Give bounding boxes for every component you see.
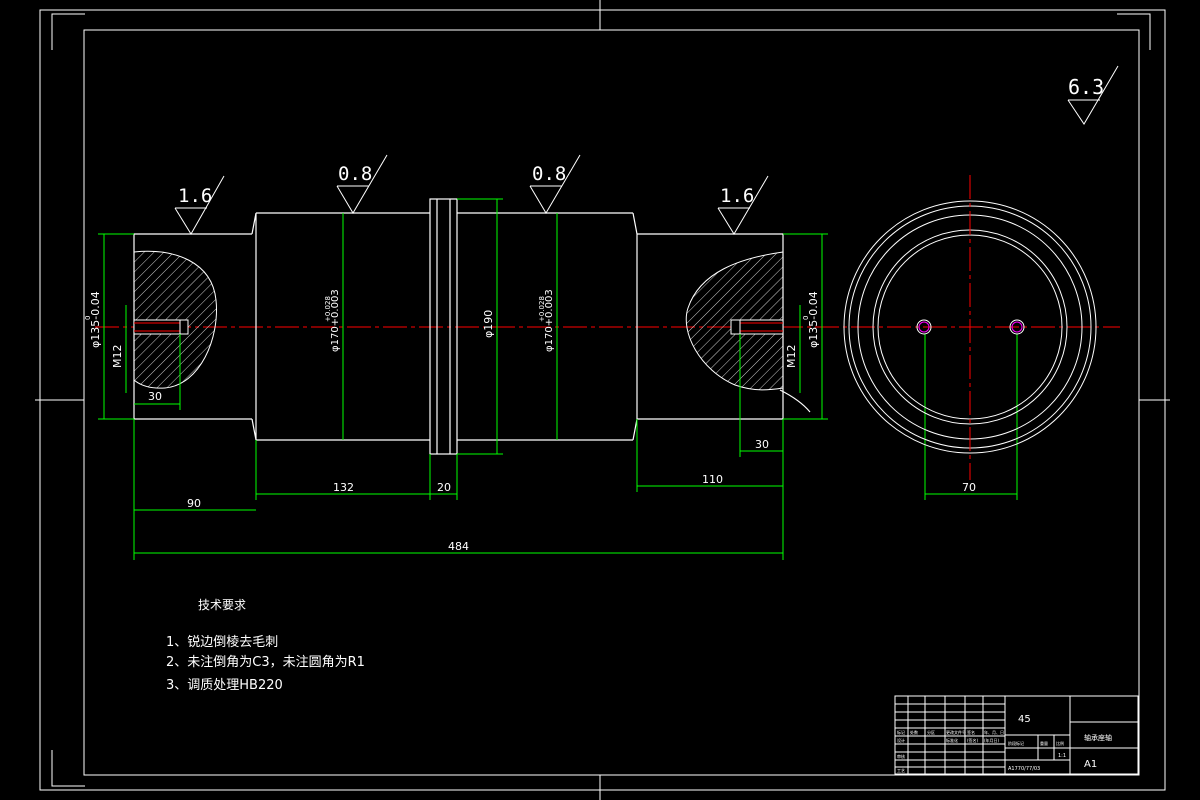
- roughness-general-text: 6.3: [1068, 75, 1104, 99]
- tech-requirement-1: 1、锐边倒棱去毛刺: [166, 634, 278, 650]
- title-block-row-label-3: 审核: [897, 753, 905, 759]
- dim-end-view-hole-spacing: 70: [962, 481, 976, 494]
- sheet-border: [35, 0, 1170, 800]
- dim-right-thread-depth: 30: [755, 438, 769, 451]
- roughness-right-end-text: 1.6: [720, 185, 754, 207]
- dim-right-journal-dia: φ170+0.003: [544, 289, 555, 352]
- dim-left-journal-dia-upper: +0.028: [324, 296, 332, 322]
- dim-len-total: 484: [448, 540, 469, 553]
- tech-requirements-title: 技术要求: [198, 598, 246, 612]
- title-block-part-name: 轴承座轴: [1084, 733, 1112, 742]
- dim-len-right-end: 110: [702, 473, 723, 486]
- title-block-texts: 45 轴承座轴 A1 1:1 A1770/77/03 标记 设计 审核 工艺 处…: [897, 714, 1112, 773]
- dim-len-collar: 20: [437, 481, 451, 494]
- dim-left-end-dia: φ135-0.04: [89, 291, 102, 348]
- dim-left-thread: M12: [111, 345, 124, 369]
- dimension-texts: φ135-0.04 0 M12 φ170+0.003 +0.028 φ190 φ…: [84, 289, 976, 553]
- title-block-row-label-4: 工艺: [897, 768, 905, 773]
- dim-left-thread-depth: 30: [148, 390, 162, 403]
- roughness-symbol-general: 6.3: [1067, 65, 1119, 125]
- left-thread-hole: [133, 319, 189, 335]
- roughness-symbol-right-journal: 0.8: [529, 154, 581, 214]
- dim-right-end-dia: φ135-0.04: [807, 291, 820, 348]
- title-block-header-3: 更改文件号: [946, 729, 966, 735]
- title-block-row-label-1: 标记: [897, 729, 905, 735]
- right-thread-hole: [730, 319, 784, 335]
- title-block-stage-2: 重量: [1040, 740, 1048, 746]
- dim-collar-dia: φ190: [482, 310, 495, 338]
- tech-requirement-3: 3、调质处理HB220: [166, 678, 283, 693]
- title-block-material: 45: [1018, 714, 1031, 725]
- end-view-hole-left: [916, 319, 932, 335]
- title-block-stage-3: 比例: [1056, 740, 1064, 746]
- title-block-std-1: 标准化: [946, 737, 958, 743]
- dim-right-thread: M12: [785, 345, 798, 369]
- dimension-lines: [98, 198, 1018, 560]
- title-block-stage-1: 阶段标记: [1008, 740, 1024, 746]
- dim-left-journal-dia: φ170+0.003: [330, 289, 341, 352]
- dim-len-left-end: 90: [187, 497, 201, 510]
- title-block-std-2: (签名): [967, 737, 979, 743]
- dim-right-end-dia-upper: 0: [802, 316, 810, 320]
- roughness-right-journal-text: 0.8: [532, 163, 566, 185]
- title-block: [894, 695, 1139, 775]
- tech-requirement-2: 2、未注倒角为C3，未注圆角为R1: [166, 655, 365, 670]
- end-view: [843, 175, 1097, 480]
- end-view-hole-right: [1009, 319, 1025, 335]
- dim-len-left-journal: 132: [333, 481, 354, 494]
- roughness-left-journal-text: 0.8: [338, 163, 372, 185]
- title-block-header-2: 分区: [927, 729, 935, 735]
- title-block-drawing-no: A1770/77/03: [1008, 766, 1040, 772]
- roughness-symbol-left-journal: 0.8: [336, 154, 388, 214]
- roughness-symbol-right-end: 1.6: [717, 175, 769, 235]
- roughness-symbol-left-end: 1.6: [174, 175, 225, 235]
- dim-right-journal-dia-upper: +0.028: [538, 296, 546, 322]
- dim-left-end-dia-upper: 0: [84, 316, 92, 320]
- title-block-row-label-2: 设计: [897, 737, 905, 743]
- tech-requirements: 技术要求 1、锐边倒棱去毛刺 2、未注倒角为C3，未注圆角为R1 3、调质处理H…: [166, 598, 365, 693]
- title-block-header-5: 年、月、日: [984, 729, 1004, 735]
- title-block-sheet-size: A1: [1084, 759, 1097, 770]
- title-block-header-4: 签名: [967, 729, 975, 735]
- roughness-left-end-text: 1.6: [178, 185, 212, 207]
- title-block-scale: 1:1: [1058, 753, 1066, 759]
- title-block-std-3: (年月日): [984, 737, 1000, 743]
- title-block-header-1: 处数: [910, 729, 918, 735]
